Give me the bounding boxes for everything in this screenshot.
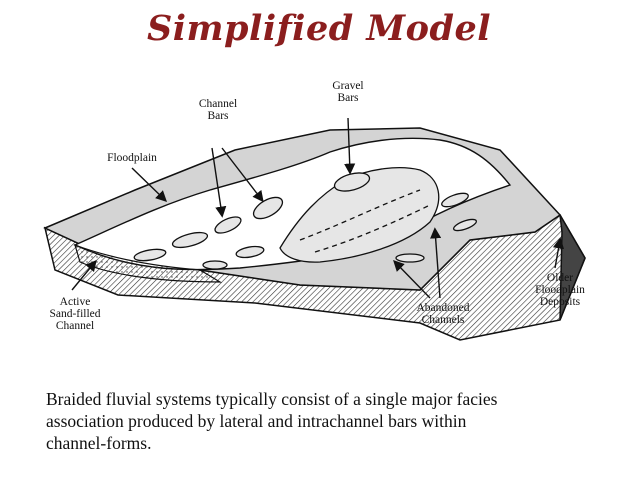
label-line: Channel bbox=[55, 320, 95, 332]
caption-line: channel-forms. bbox=[46, 433, 152, 453]
braided-river-block-diagram bbox=[43, 117, 586, 341]
abandoned-channels-arrow-1 bbox=[393, 259, 431, 299]
channel-bar bbox=[202, 260, 228, 270]
label-channel-bars: Channel Bars bbox=[188, 98, 248, 122]
label-line: Channel bbox=[198, 98, 238, 110]
label-line: Floodplain bbox=[535, 284, 585, 296]
label-line: Channels bbox=[421, 314, 465, 326]
label-line: Older bbox=[546, 272, 574, 284]
label-line: Active bbox=[59, 296, 91, 308]
channel-bar bbox=[395, 253, 425, 263]
abandoned-channel-2 bbox=[314, 204, 431, 253]
floodplain-arrow bbox=[131, 167, 168, 202]
block-right-face bbox=[559, 214, 586, 321]
channel-bar bbox=[171, 231, 209, 249]
label-line: Gravel bbox=[332, 80, 364, 92]
active-channel bbox=[74, 244, 223, 283]
active-channel-arrow bbox=[71, 259, 97, 291]
channel-bars-arrow-2 bbox=[211, 147, 227, 218]
slide-title: Simplified Model bbox=[146, 8, 492, 49]
label-active-channel: Active Sand-filled Channel bbox=[35, 296, 115, 332]
label-line: Bars bbox=[207, 110, 229, 122]
older-floodplain-arrow bbox=[553, 237, 565, 269]
label-gravel-bars: Gravel Bars bbox=[318, 80, 378, 104]
caption-line: Braided fluvial systems typically consis… bbox=[46, 389, 498, 409]
channel-bar bbox=[441, 192, 469, 208]
channel-bar bbox=[252, 196, 284, 220]
abandoned-channel-1 bbox=[299, 189, 421, 241]
channel-bar bbox=[235, 245, 265, 259]
label-abandoned-channels: Abandoned Channels bbox=[398, 302, 488, 326]
label-line: Deposits bbox=[539, 296, 581, 308]
channel-bars-arrow-1 bbox=[221, 147, 264, 203]
label-older-floodplain: Older Floodplain Deposits bbox=[520, 272, 600, 308]
channel-bar bbox=[452, 218, 478, 232]
channel-bar bbox=[214, 216, 242, 234]
channel-bar bbox=[133, 248, 167, 262]
label-line: Abandoned bbox=[416, 302, 470, 314]
abandoned-channels-arrow-2 bbox=[430, 227, 442, 299]
gravel-bars-arrow bbox=[344, 117, 356, 175]
caption-line: association produced by lateral and intr… bbox=[46, 411, 467, 431]
caption: Braided fluvial systems typically consis… bbox=[46, 388, 616, 454]
label-floodplain: Floodplain bbox=[107, 152, 157, 164]
label-line: Bars bbox=[337, 92, 359, 104]
label-line: Sand-filled bbox=[49, 308, 101, 320]
